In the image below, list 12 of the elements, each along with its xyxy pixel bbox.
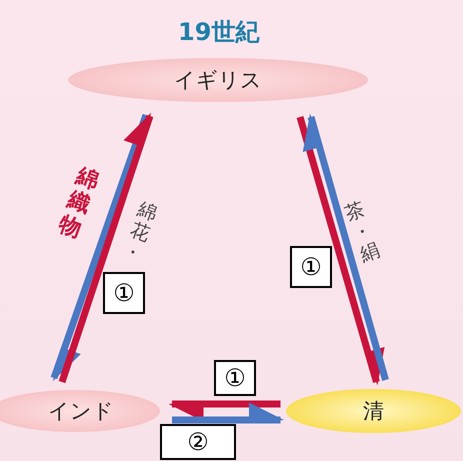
country-ellipse: インド	[0, 390, 160, 432]
edge-label: 綿花・	[119, 198, 160, 267]
country-ellipse: 清	[286, 389, 461, 433]
country-ellipse: イギリス	[68, 58, 368, 102]
edge-label: 茶・絹	[342, 198, 383, 267]
edge-label: 綿織物	[56, 164, 102, 242]
arrow	[172, 402, 284, 424]
answer-box: ②	[160, 424, 236, 460]
title: 19世紀	[178, 17, 260, 48]
answer-box: ①	[214, 360, 256, 396]
answer-box: ①	[103, 272, 145, 314]
answer-box: ①	[290, 246, 332, 288]
